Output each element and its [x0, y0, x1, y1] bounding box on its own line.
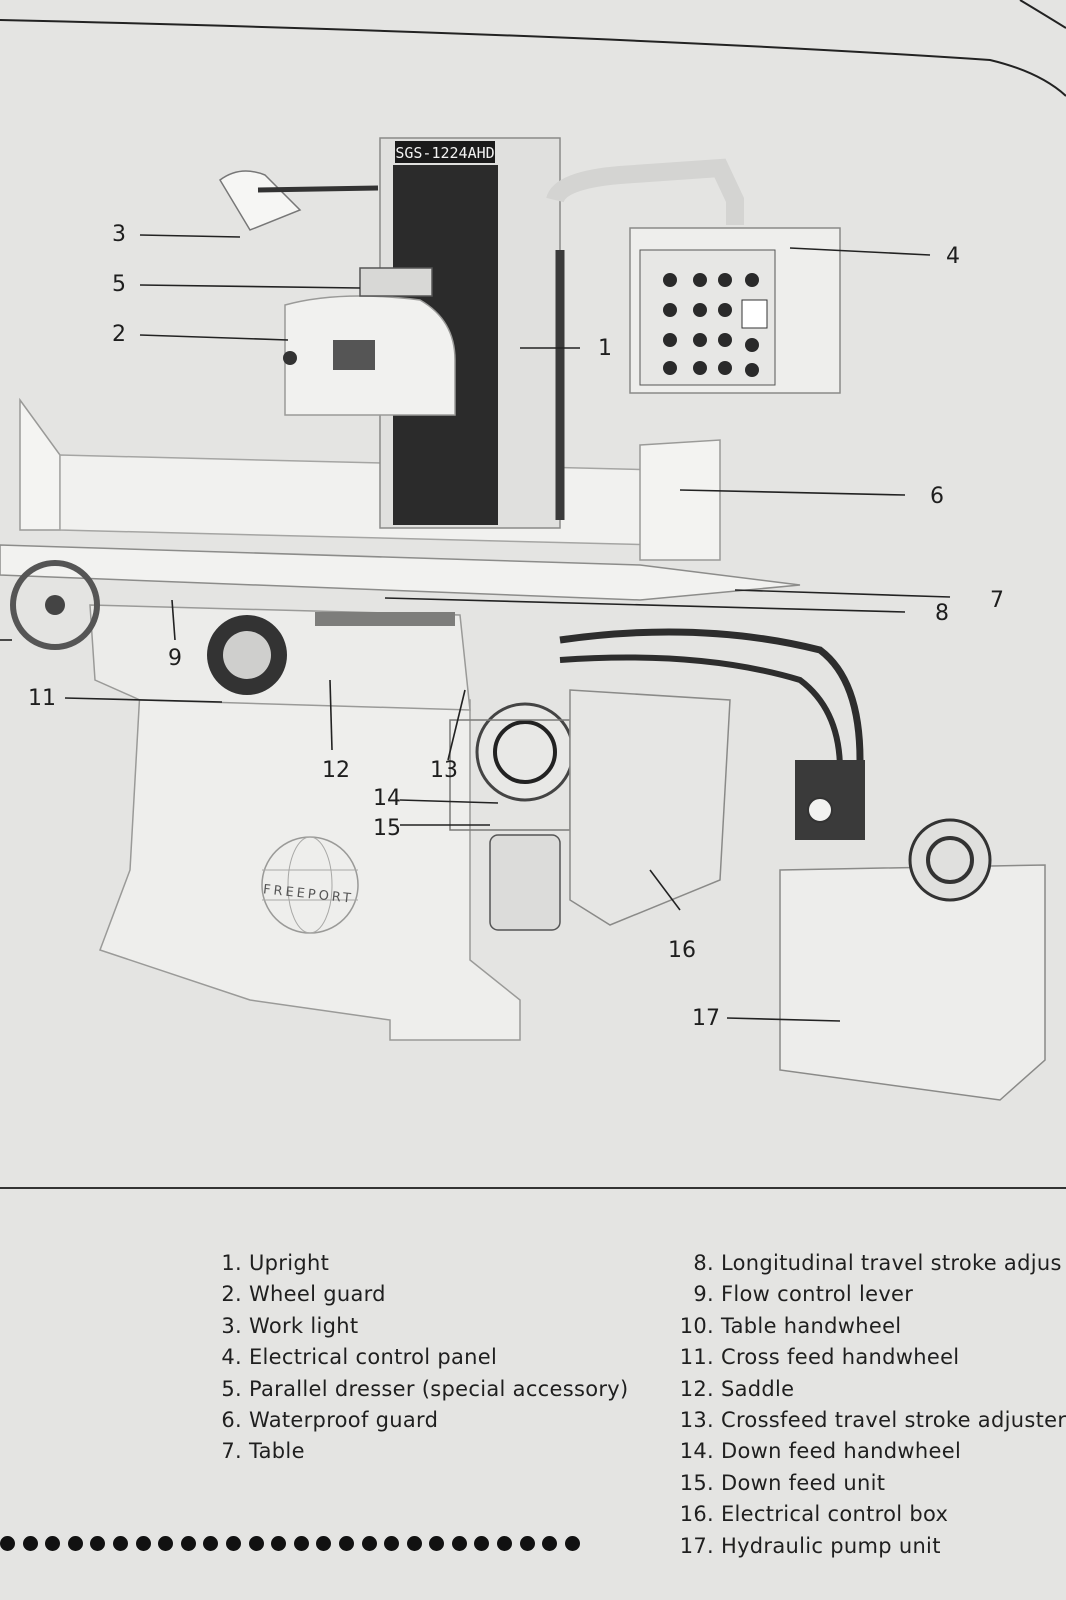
callout-8: 8	[935, 601, 949, 626]
separator-dot	[338, 1535, 354, 1551]
legend-item: 2. Wheel guard	[221, 1282, 386, 1307]
separator-dot	[451, 1535, 467, 1551]
callout-12: 12	[322, 758, 350, 783]
legend-item: 11. Cross feed handwheel	[679, 1345, 960, 1370]
waterproof-guard-back	[59, 454, 661, 546]
callout-7: 7	[990, 588, 1004, 613]
dotted-separator	[0, 1535, 640, 1551]
legend-item: 4. Electrical control panel	[221, 1345, 498, 1370]
work-light-arm	[257, 185, 379, 193]
machine-base	[99, 689, 521, 1041]
separator-dot	[429, 1535, 445, 1551]
legend-item: 6. Waterproof guard	[221, 1408, 439, 1433]
hydraulic-hoses	[559, 628, 864, 761]
separator-dot	[519, 1535, 535, 1551]
separator-dot	[564, 1535, 580, 1551]
separator-dot	[474, 1535, 490, 1551]
parallel-dresser	[359, 267, 433, 297]
model-plate: SGS-1224AHD	[395, 144, 494, 162]
separator-dot	[293, 1535, 309, 1551]
pump-motor	[908, 818, 992, 902]
separator-dot	[45, 1535, 61, 1551]
separator-dot	[497, 1535, 513, 1551]
legend-item: 13. Crossfeed travel stroke adjuster	[679, 1408, 1066, 1433]
separator-dot	[158, 1535, 174, 1551]
separator-dot	[112, 1535, 128, 1551]
separator-dot	[406, 1535, 422, 1551]
frame-corner	[1019, 0, 1066, 29]
callout-1: 1	[598, 336, 612, 361]
legend-left-column: 1. Upright 2. Wheel guard 3. Work light …	[210, 1248, 629, 1468]
electrical-control-box	[569, 689, 731, 926]
separator-dot	[22, 1535, 38, 1551]
legend-item: 5. Parallel dresser (special accessory)	[221, 1376, 629, 1401]
valve-block	[795, 760, 865, 840]
separator-dot	[384, 1535, 400, 1551]
separator-dot	[180, 1535, 196, 1551]
separator-dot	[135, 1535, 151, 1551]
separator-dot	[361, 1535, 377, 1551]
separator-dot	[248, 1535, 264, 1551]
machine-illustration: SGS-1224AHD FREEPORT	[0, 0, 1066, 1189]
callout-15: 15	[373, 816, 401, 841]
separator-dot	[0, 1535, 15, 1551]
callout-4: 4	[946, 244, 960, 269]
work-light-lamp	[219, 170, 302, 231]
frame-top-line	[0, 19, 1066, 97]
separator-dot	[67, 1535, 83, 1551]
legend-item: 9. Flow control lever	[693, 1282, 914, 1307]
callout-11: 11	[28, 686, 56, 711]
legend-item: 17. Hydraulic pump unit	[679, 1533, 941, 1558]
legend-item: 10. Table handwheel	[679, 1313, 902, 1338]
legend-item: 12. Saddle	[679, 1376, 795, 1401]
callout-13: 13	[430, 758, 458, 783]
leader-lines	[0, 234, 951, 1022]
callout-6: 6	[930, 484, 944, 509]
callout-14: 14	[373, 786, 401, 811]
down-feed-handwheel	[475, 702, 575, 802]
table-handwheel	[10, 560, 100, 650]
legend-item: 14. Down feed handwheel	[679, 1439, 962, 1464]
callout-9: 9	[168, 646, 182, 671]
pipe	[546, 158, 744, 225]
table-slot	[315, 612, 455, 626]
separator-dot	[542, 1535, 558, 1551]
legend-item: 3. Work light	[221, 1313, 359, 1338]
separator-dot	[316, 1535, 332, 1551]
hydraulic-pump-tank	[779, 864, 1046, 1101]
waterproof-guard-left	[19, 397, 61, 531]
table-top	[0, 544, 801, 601]
waterproof-guard-right	[639, 439, 721, 561]
legend-right-column: 8. Longitudinal travel stroke adjus 9. F…	[676, 1248, 1066, 1562]
legend-item: 7. Table	[221, 1439, 305, 1464]
callout-17: 17	[692, 1006, 720, 1031]
legend-item: 1. Upright	[221, 1251, 330, 1275]
separator-dot	[203, 1535, 219, 1551]
motor	[489, 834, 561, 931]
legend-item: 16. Electrical control box	[679, 1502, 949, 1527]
callout-16: 16	[668, 938, 696, 963]
callout-5: 5	[112, 272, 126, 297]
legend-item: 8. Longitudinal travel stroke adjus	[693, 1251, 1062, 1275]
callout-2: 2	[112, 322, 126, 347]
separator-dot	[225, 1535, 241, 1551]
separator-dot	[271, 1535, 287, 1551]
separator-dot	[90, 1535, 106, 1551]
legend-item: 15. Down feed unit	[679, 1470, 886, 1495]
callout-3: 3	[112, 222, 126, 247]
model-plate-bg	[395, 141, 495, 163]
